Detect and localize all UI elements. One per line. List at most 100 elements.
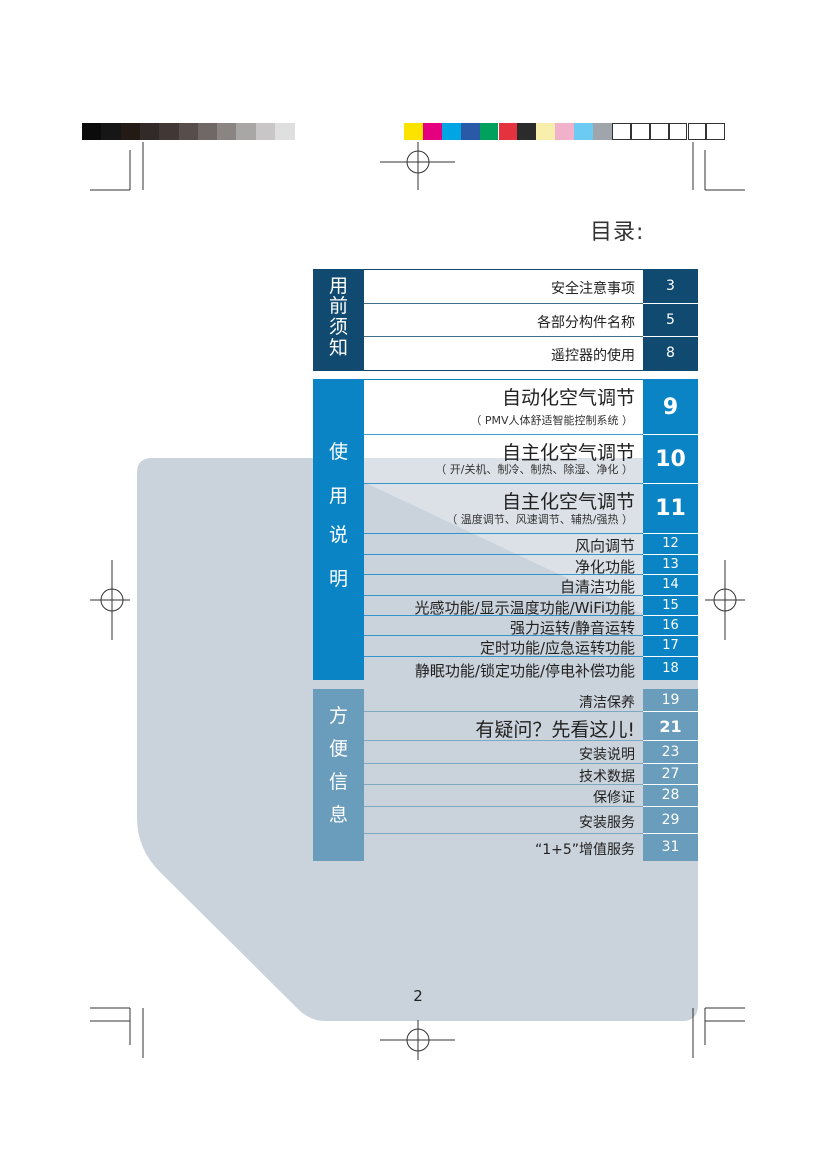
- toc-page-number: 3: [666, 278, 675, 294]
- toc-entry-label: 自清洁功能: [559, 578, 635, 596]
- color-swatch: [404, 123, 423, 140]
- toc-entry[interactable]: 清洁保养: [364, 689, 643, 711]
- toc-entry[interactable]: 静眠功能/锁定功能/停电补偿功能: [364, 656, 643, 680]
- toc-entry[interactable]: 自清洁功能: [364, 574, 643, 596]
- toc-entry[interactable]: 光感功能/显示温度功能/WiFi功能: [364, 595, 643, 617]
- color-swatch: [517, 123, 537, 140]
- color-swatch: [574, 123, 593, 140]
- section-sidebar: 使 用 说 明: [313, 379, 364, 680]
- section-sidebar: 方 便 信 息: [313, 689, 364, 861]
- gray-swatch: [255, 123, 276, 140]
- toc-page-number: 16: [662, 617, 679, 633]
- toc-entry-label: 自主化空气调节: [501, 442, 635, 464]
- toc-entry-label: 净化功能: [574, 557, 635, 576]
- toc-entry-label: 自动化空气调节: [501, 387, 635, 409]
- gray-swatch: [197, 123, 218, 140]
- toc-entry[interactable]: 自主化空气调节（ 温度调节、风速调节、辅热/强热 ）: [364, 483, 643, 533]
- toc-entry-label: 强力运转/静音运转: [509, 618, 635, 637]
- page-number: 2: [413, 987, 423, 1005]
- toc-entry[interactable]: 安装说明: [364, 740, 643, 763]
- color-swatch: [687, 123, 707, 140]
- gray-swatch: [82, 123, 102, 140]
- toc-page-number: 13: [662, 556, 679, 572]
- gray-swatch: [139, 123, 160, 140]
- gray-swatch: [101, 123, 121, 140]
- toc-page-number: 5: [666, 311, 675, 328]
- toc-entry[interactable]: 自主化空气调节（ 开/关机、制冷、制热、除湿、净化 ）: [364, 434, 643, 483]
- toc-entry[interactable]: 强力运转/静音运转: [364, 615, 643, 637]
- toc-entry[interactable]: “1+5”增值服务: [364, 833, 643, 861]
- gray-swatch: [275, 123, 295, 140]
- sidebar-char: 方: [328, 705, 348, 727]
- toc-entry-label: 安装服务: [579, 814, 635, 831]
- toc-entry[interactable]: 技术数据: [364, 763, 643, 785]
- toc-section-before-use: 用 前 须 知 安全注意事项 3 各部分构件名称 5 遥控器的使用 8: [313, 269, 698, 371]
- sidebar-char: 用: [328, 275, 348, 297]
- color-swatch: [441, 123, 461, 140]
- toc-entry-subtitle: （ 温度调节、风速调节、辅热/强热 ）: [446, 513, 633, 526]
- sidebar-char: 明: [328, 568, 348, 590]
- page-number-column: [643, 269, 698, 371]
- toc-page-number: 14: [662, 577, 679, 592]
- sidebar-char: 使: [328, 441, 348, 463]
- toc-section-information: 方 便 信 息 清洁保养 19 有疑问？先看这儿! 21 安装说明 23 技术数据 27 保修证…: [313, 689, 698, 861]
- color-swatch: [555, 123, 575, 140]
- toc-entry[interactable]: 自动化空气调节（ PMV人体舒适智能控制系统 ）: [364, 379, 643, 434]
- page-number-column: [643, 379, 698, 680]
- toc-entry-label: 有疑问？先看这儿!: [475, 719, 635, 741]
- toc-page-number: 28: [661, 787, 680, 803]
- toc-page-number: 21: [659, 716, 682, 736]
- toc-page-number: 18: [662, 660, 679, 676]
- toc-entry-label: 光感功能/显示温度功能/WiFi功能: [414, 598, 635, 617]
- toc-entry-label: 安装说明: [579, 746, 635, 763]
- toc-entry[interactable]: 定时功能/应急运转功能: [364, 635, 643, 657]
- toc-entry[interactable]: 保修证: [364, 784, 643, 806]
- color-swatch: [479, 123, 499, 140]
- toc-entry[interactable]: 安装服务: [364, 806, 643, 833]
- toc-entry-subtitle: （ 开/关机、制冷、制热、除湿、净化 ）: [435, 463, 633, 476]
- color-swatch: [422, 123, 442, 140]
- gray-swatch: [178, 123, 198, 140]
- toc-entry[interactable]: 风向调节: [364, 533, 643, 555]
- sidebar-char: 信: [328, 771, 348, 793]
- gray-swatch: [120, 123, 141, 140]
- sidebar-char: 知: [328, 337, 348, 359]
- gray-swatch: [236, 123, 256, 140]
- color-swatch: [668, 123, 688, 140]
- toc-page-number: 11: [655, 496, 686, 521]
- gray-swatch: [159, 123, 179, 140]
- color-swatch: [498, 123, 518, 140]
- section-sidebar: 用 前 须 知: [313, 269, 364, 371]
- toc-page-number: 23: [661, 743, 680, 760]
- toc-page-number: 15: [662, 597, 679, 613]
- toc-entry[interactable]: 各部分构件名称: [364, 303, 643, 336]
- color-swatch: [630, 123, 650, 140]
- sidebar-char: 息: [328, 804, 348, 826]
- toc-entry-label: 技术数据: [579, 768, 635, 785]
- toc-page-number: 27: [661, 765, 680, 782]
- sidebar-char: 前: [328, 295, 348, 317]
- toc-entry-label: 风向调节: [574, 537, 635, 555]
- toc-page-number: 19: [661, 692, 680, 708]
- sidebar-char: 便: [328, 738, 348, 760]
- toc-entry[interactable]: 净化功能: [364, 554, 643, 576]
- color-swatch: [611, 123, 631, 140]
- gray-swatch: [217, 123, 237, 140]
- toc-entry-label: 保修证: [593, 790, 635, 806]
- toc-page-number: 17: [662, 638, 679, 653]
- toc-entry[interactable]: 有疑问？先看这儿!: [364, 711, 643, 741]
- toc-entry-label: 遥控器的使用: [551, 348, 635, 364]
- toc-page-number: 8: [666, 345, 675, 361]
- toc-entry-label: 清洁保养: [579, 695, 635, 711]
- page-title: 目录:: [590, 220, 645, 245]
- color-swatch: [536, 123, 556, 140]
- toc-entry-label: 各部分构件名称: [537, 314, 635, 331]
- color-swatch: [460, 123, 480, 140]
- color-swatch: [593, 123, 612, 140]
- toc-entry[interactable]: 遥控器的使用: [364, 336, 643, 370]
- toc-entry[interactable]: 安全注意事项: [364, 269, 643, 303]
- sidebar-char: 说: [328, 524, 348, 546]
